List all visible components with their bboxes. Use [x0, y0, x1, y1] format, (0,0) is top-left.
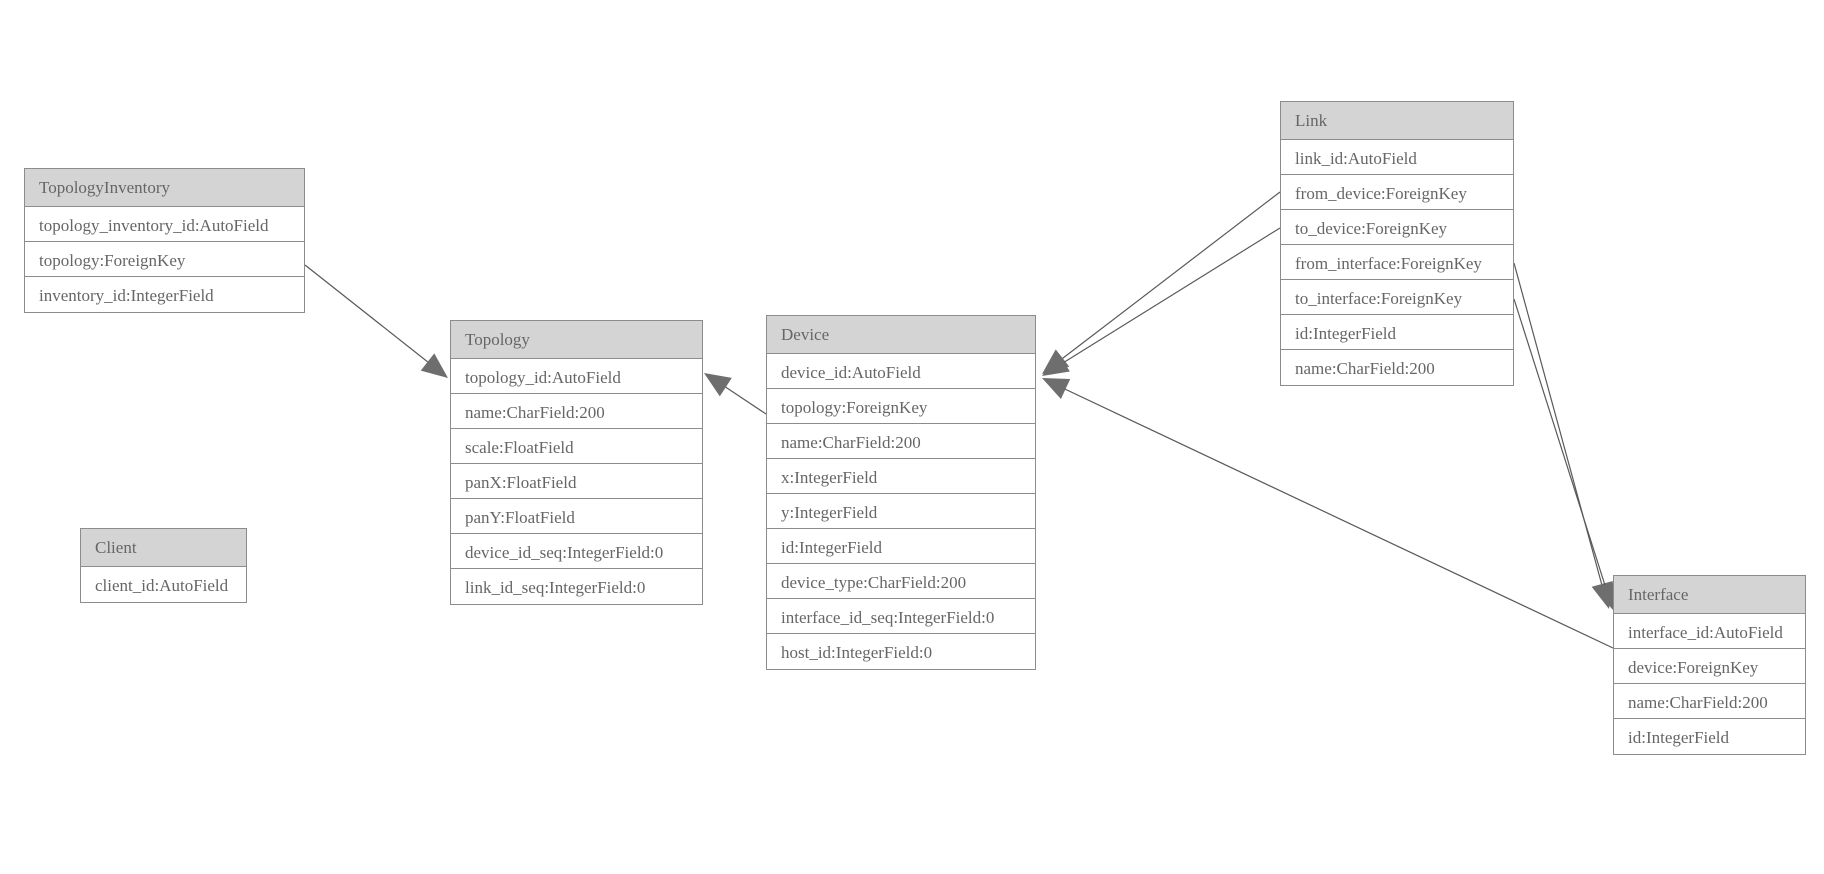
entity-field-row[interactable]: topology_id:AutoField — [451, 359, 702, 394]
entity-field-row[interactable]: y:IntegerField — [767, 494, 1035, 529]
entity-title-device: Device — [767, 316, 1035, 354]
entity-field-row[interactable]: topology:ForeignKey — [767, 389, 1035, 424]
relationship-rel-link-from-device — [1042, 191, 1281, 374]
entity-field-row[interactable]: link_id:AutoField — [1281, 140, 1513, 175]
entity-field-row[interactable]: device_type:CharField:200 — [767, 564, 1035, 599]
entity-field-row[interactable]: inventory_id:IntegerField — [25, 277, 304, 312]
relationship-arrowhead — [704, 373, 732, 397]
relationship-line — [1513, 262, 1607, 601]
entity-field-row[interactable]: name:CharField:200 — [1281, 350, 1513, 385]
entity-field-row[interactable]: device_id_seq:IntegerField:0 — [451, 534, 702, 569]
relationship-line — [1049, 227, 1281, 372]
entity-field-row[interactable]: name:CharField:200 — [451, 394, 702, 429]
relationship-arrowhead — [1042, 352, 1070, 376]
entity-field-row[interactable]: panX:FloatField — [451, 464, 702, 499]
relationship-rel-topologyinventory-topology — [304, 264, 448, 378]
relationship-rel-link-from-interface — [1513, 262, 1613, 609]
entity-field-row[interactable]: device_id:AutoField — [767, 354, 1035, 389]
relationship-arrowhead — [1042, 378, 1071, 399]
entity-field-row[interactable]: to_device:ForeignKey — [1281, 210, 1513, 245]
entity-field-row[interactable]: host_id:IntegerField:0 — [767, 634, 1035, 669]
entity-field-row[interactable]: topology:ForeignKey — [25, 242, 304, 277]
relationship-line — [1513, 298, 1611, 602]
entity-field-row[interactable]: device:ForeignKey — [1614, 649, 1805, 684]
entity-title-topology: Topology — [451, 321, 702, 359]
entity-field-row[interactable]: interface_id_seq:IntegerField:0 — [767, 599, 1035, 634]
entity-title-topology_inventory: TopologyInventory — [25, 169, 304, 207]
entity-field-row[interactable]: panY:FloatField — [451, 499, 702, 534]
entity-field-row[interactable]: topology_inventory_id:AutoField — [25, 207, 304, 242]
entity-field-row[interactable]: link_id_seq:IntegerField:0 — [451, 569, 702, 604]
entity-field-row[interactable]: id:IntegerField — [767, 529, 1035, 564]
relationship-line — [1049, 191, 1281, 369]
relationship-rel-link-to-device — [1042, 227, 1281, 376]
relationship-arrowhead — [1042, 349, 1070, 374]
entity-field-row[interactable]: name:CharField:200 — [1614, 684, 1805, 719]
entity-field-row[interactable]: to_interface:ForeignKey — [1281, 280, 1513, 315]
entity-field-row[interactable]: scale:FloatField — [451, 429, 702, 464]
entity-field-row[interactable]: client_id:AutoField — [81, 567, 246, 602]
entity-field-row[interactable]: from_device:ForeignKey — [1281, 175, 1513, 210]
entity-field-row[interactable]: id:IntegerField — [1614, 719, 1805, 754]
relationship-rel-interface-device — [1042, 378, 1614, 649]
entity-field-row[interactable]: x:IntegerField — [767, 459, 1035, 494]
relationship-line — [304, 264, 444, 375]
entity-field-row[interactable]: from_interface:ForeignKey — [1281, 245, 1513, 280]
relationship-rel-device-topology — [704, 373, 767, 415]
entity-title-client: Client — [81, 529, 246, 567]
relationship-line — [711, 377, 767, 415]
entity-field-row[interactable]: interface_id:AutoField — [1614, 614, 1805, 649]
entity-title-link: Link — [1281, 102, 1513, 140]
entity-field-row[interactable]: id:IntegerField — [1281, 315, 1513, 350]
relationship-line — [1049, 381, 1614, 649]
entity-title-interface: Interface — [1614, 576, 1805, 614]
relationship-rel-link-to-interface — [1513, 298, 1616, 610]
entity-field-row[interactable]: name:CharField:200 — [767, 424, 1035, 459]
